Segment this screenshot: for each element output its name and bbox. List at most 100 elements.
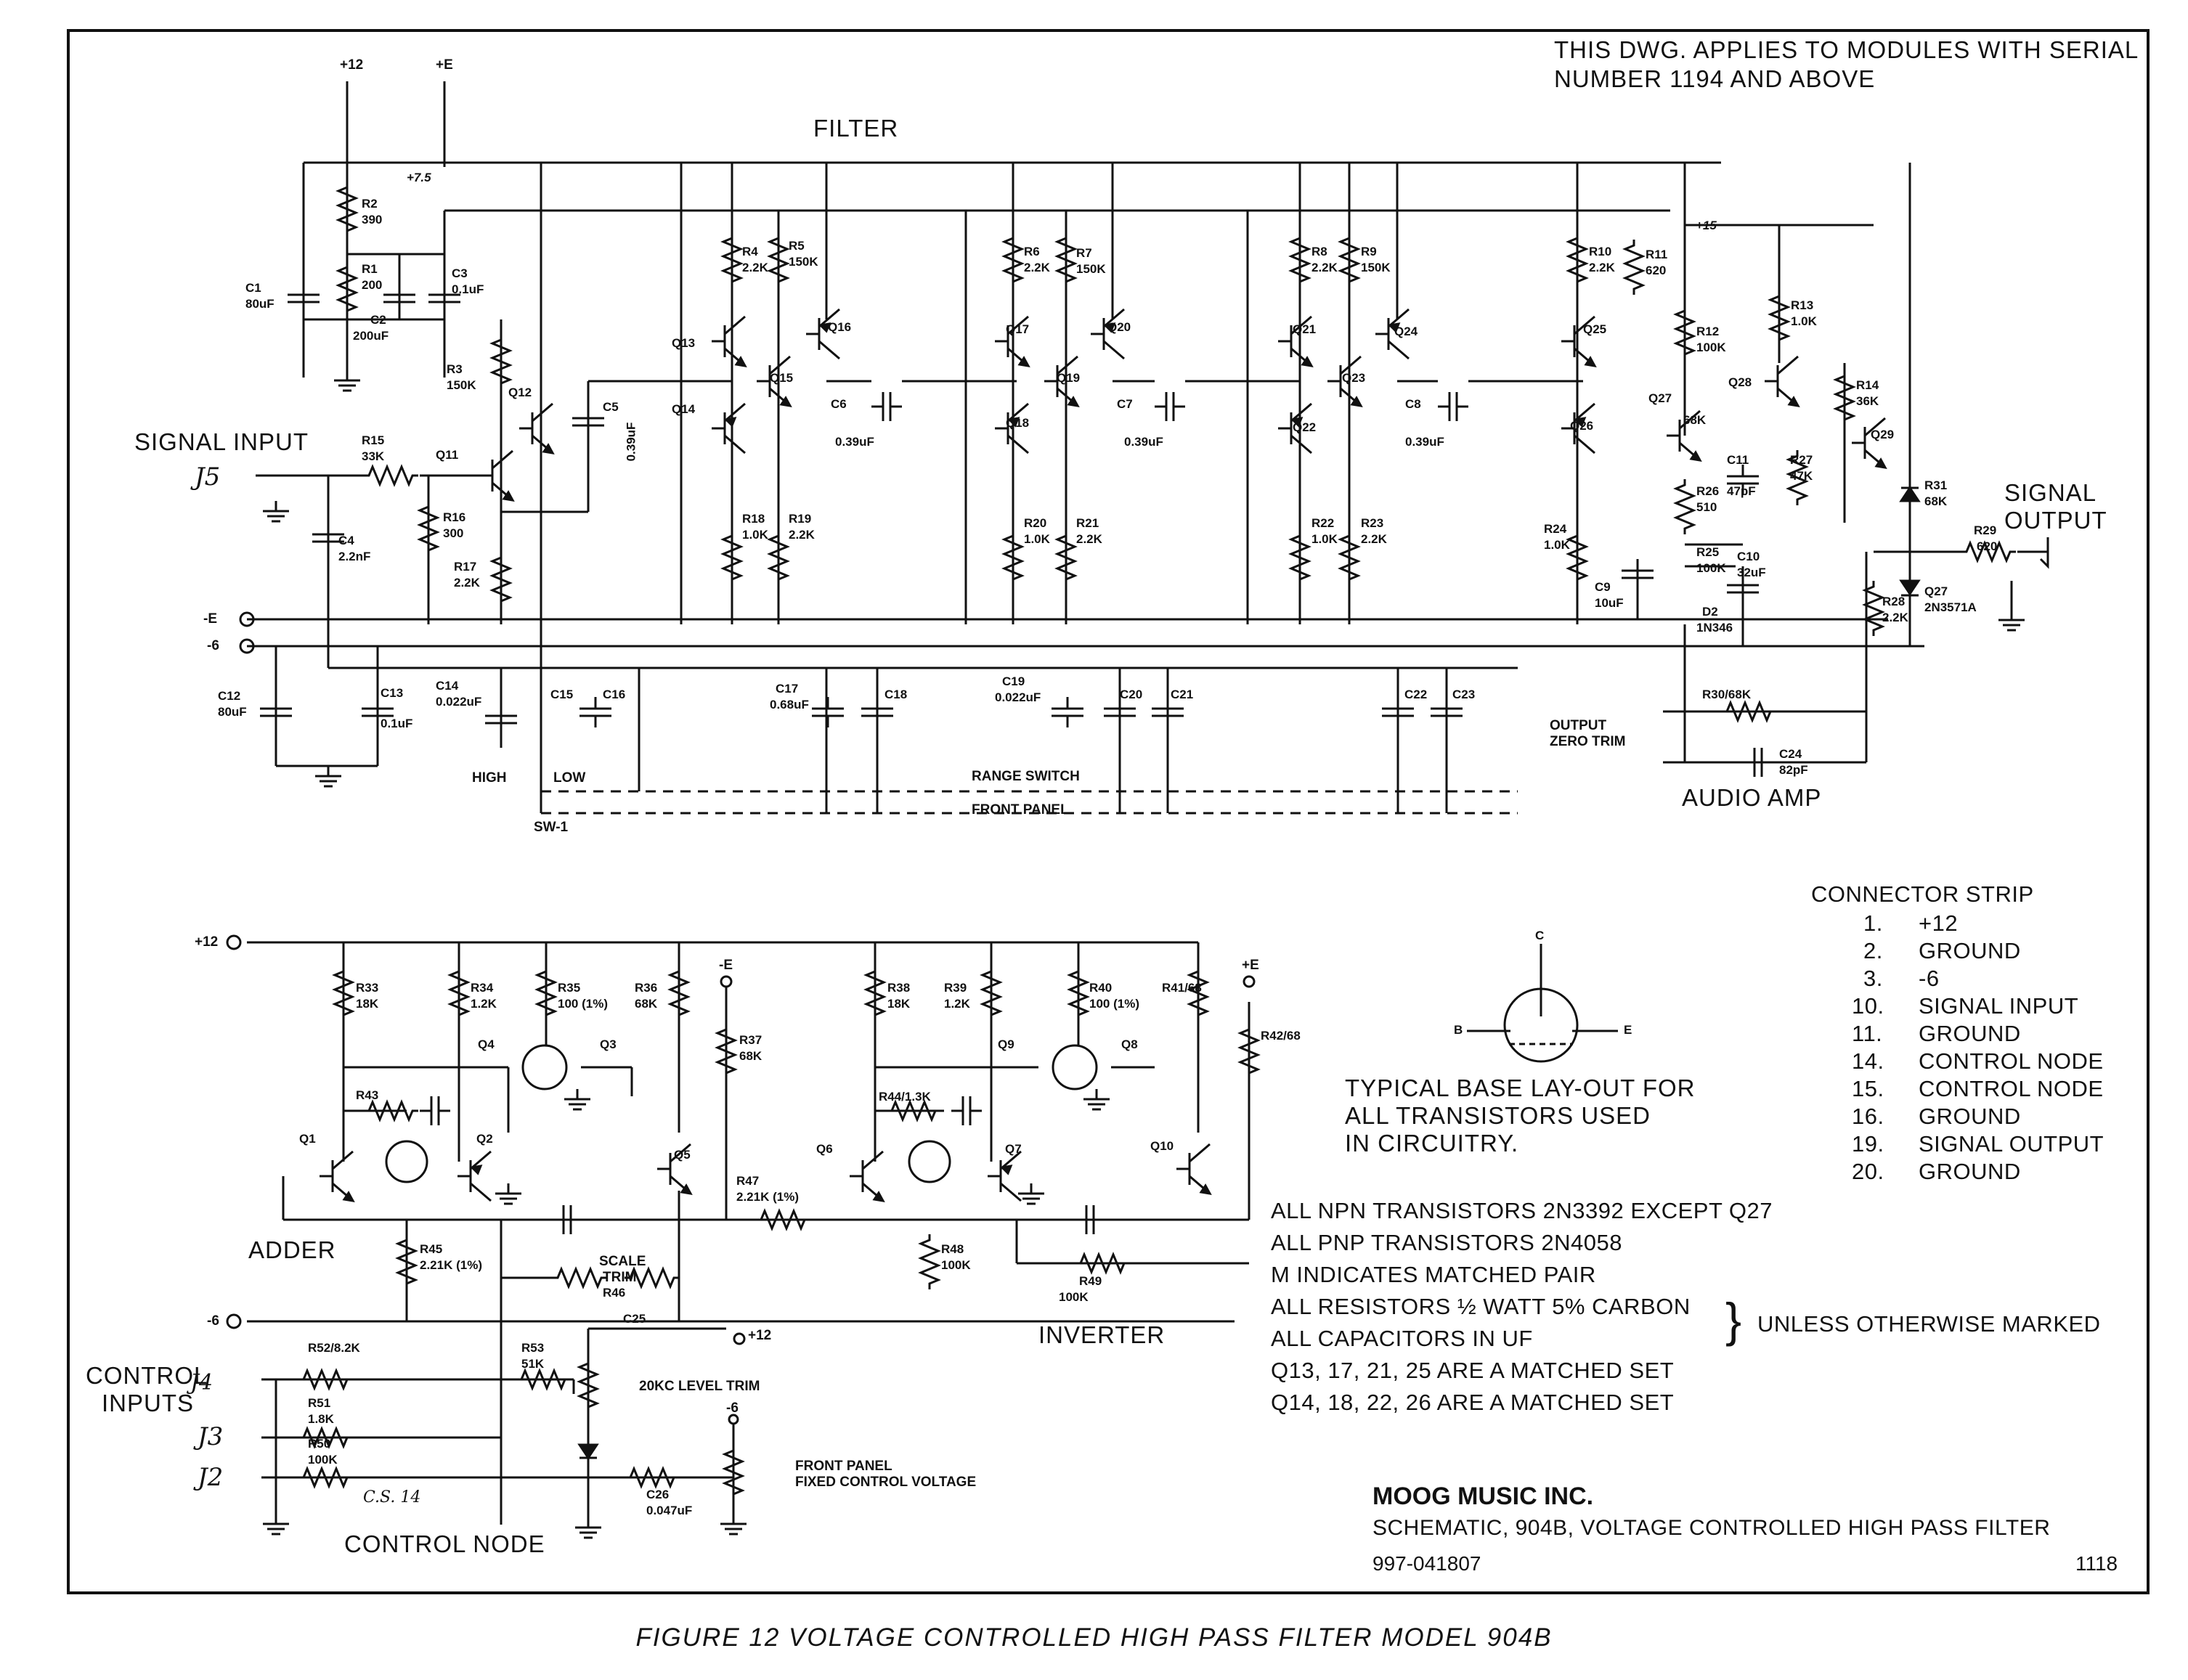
c17-value: 0.68uF (770, 698, 809, 711)
c21-ref: C21 (1171, 688, 1194, 701)
p1-value: 1N346 (1696, 621, 1733, 635)
r12-value: 100K (1696, 341, 1726, 354)
j2-label: J2 (198, 1463, 224, 1492)
pin-num: 10. (1852, 993, 1884, 1019)
r35-ref: R37 (739, 1033, 762, 1047)
r22-ref: R22 (1311, 516, 1335, 530)
rail-minus6-p4: -6 (726, 1400, 739, 1416)
r9-value: 150K (1361, 261, 1391, 274)
r45-value: 2.21K (1%) (736, 1190, 799, 1204)
r13-ref: R13 (1791, 298, 1814, 312)
j5-label: J5 (195, 462, 221, 492)
c13-value: 0.1uF (381, 717, 413, 730)
r28-value: 2.2K (1882, 611, 1908, 624)
r16-ref: R16 (443, 510, 466, 524)
r33-ref: R35 (558, 981, 581, 995)
signal-output-label-2: OUTPUT (2004, 507, 2107, 534)
note-line: ALL PNP TRANSISTORS 2N4058 (1271, 1230, 1622, 1255)
r53-ref: C26 (646, 1488, 670, 1501)
q29-label: Q29 (1871, 428, 1895, 441)
q14-label: Q14 (672, 402, 696, 416)
note-line: ALL RESISTORS ½ WATT 5% CARBON (1271, 1294, 1691, 1319)
r21-ref: R21 (1076, 516, 1099, 530)
pin-num: 14. (1852, 1048, 1884, 1074)
pin-num: 15. (1852, 1076, 1884, 1101)
r14-ref: R14 (1856, 378, 1879, 392)
pin-name: CONTROL NODE (1919, 1048, 2104, 1074)
r26-ref: R26 (1696, 484, 1720, 498)
c4-ref: C4 (338, 534, 354, 547)
high-label: HIGH (472, 770, 507, 786)
r25-ref: R25 (1696, 545, 1720, 559)
r27-ref: R27 (1790, 453, 1813, 467)
q27-label: Q27 (1648, 391, 1672, 405)
r21-value: 2.2K (1076, 532, 1102, 546)
pin-num: 20. (1852, 1159, 1884, 1184)
figure-caption: FIGURE 12 VOLTAGE CONTROLLED HIGH PASS F… (635, 1623, 1553, 1652)
r15-value: 33K (362, 449, 385, 463)
pin-num: 1. (1863, 910, 1883, 936)
pin-name: -6 (1919, 966, 1940, 991)
c2-ref: C2 (370, 313, 386, 327)
c14-ref: C14 (436, 679, 459, 693)
d2-value: 68K (1924, 494, 1948, 508)
q27-part: 68K (1683, 413, 1707, 427)
r10-ref: R10 (1589, 245, 1612, 258)
r24-ref: R24 (1544, 522, 1567, 536)
c17-ref: C17 (776, 682, 799, 696)
note-brace: } (1725, 1293, 1742, 1347)
r33-value: 100 (1%) (558, 997, 608, 1011)
rail-minus6: -6 (207, 638, 219, 653)
c5-value: 0.39uF (624, 422, 638, 462)
c12-ref: C12 (218, 689, 241, 703)
c19-value: 0.022uF (995, 690, 1041, 704)
c1-value: 80uF (245, 297, 274, 311)
q5-label: Q5 (674, 1148, 691, 1162)
q28-label: Q28 (1728, 375, 1752, 389)
output-zero-trim-2: ZERO TRIM (1550, 734, 1626, 749)
c10-ref: C10 (1737, 550, 1760, 563)
pin-name: CONTROL NODE (1919, 1076, 2104, 1101)
c3-value: 0.1uF (452, 282, 484, 296)
r48-ref: R50 (308, 1437, 331, 1451)
q10-label: Q10 (1150, 1139, 1174, 1153)
r12-ref: R12 (1696, 325, 1720, 338)
r47-ref: R49 (1079, 1274, 1102, 1288)
base-layout-caption-1: TYPICAL BASE LAY-OUT FOR (1345, 1075, 1696, 1101)
control-node-label: CONTROL NODE (344, 1530, 545, 1557)
connector-strip-title: CONNECTOR STRIP (1811, 881, 2034, 907)
unless-note: UNLESS OTHERWISE MARKED (1757, 1311, 2101, 1337)
q9-label: Q9 (998, 1037, 1014, 1051)
serial-note-line-1: THIS DWG. APPLIES TO MODULES WITH SERIAL (1554, 36, 2139, 63)
q3-label: Q3 (600, 1037, 617, 1051)
base-layout-caption-2: ALL TRANSISTORS USED (1345, 1102, 1651, 1129)
c20-ref: C20 (1120, 688, 1143, 701)
c11-ref: C11 (1727, 453, 1749, 467)
rail-minusE-adder: -E (719, 958, 733, 973)
r1-ref: R1 (362, 262, 378, 276)
r47-value: 100K (1059, 1290, 1089, 1304)
base-pin-b: B (1454, 1023, 1463, 1037)
audio-amp-label: AUDIO AMP (1682, 784, 1822, 811)
c2-value: 200uF (353, 329, 389, 343)
c13-ref: C13 (381, 686, 404, 700)
q22-label: Q22 (1293, 420, 1317, 434)
scale-trim-1: SCALE (599, 1254, 646, 1269)
r46-ref: R48 (941, 1242, 964, 1256)
pin-name: GROUND (1919, 1104, 2021, 1129)
r20-value: 1.0K (1024, 532, 1050, 546)
pin-name: SIGNAL INPUT (1919, 993, 2079, 1019)
front-panel-label: FRONT PANEL (972, 802, 1069, 817)
r18-value: 1.0K (742, 528, 768, 542)
r17-value: 2.2K (454, 576, 480, 590)
serial-note-line-2: NUMBER 1194 AND ABOVE (1554, 65, 1876, 92)
r32-value: 1.2K (471, 997, 497, 1011)
rail-minusE: -E (203, 611, 217, 627)
r19-ref: R19 (789, 512, 812, 526)
note-line: ALL CAPACITORS IN UF (1271, 1326, 1533, 1351)
c5-ref: C5 (603, 400, 619, 414)
rail-plus15: +15 (1696, 219, 1717, 232)
r35-value: 68K (739, 1049, 762, 1063)
rail-plus12-p3: +12 (748, 1328, 772, 1343)
q4-label: Q4 (478, 1037, 495, 1051)
